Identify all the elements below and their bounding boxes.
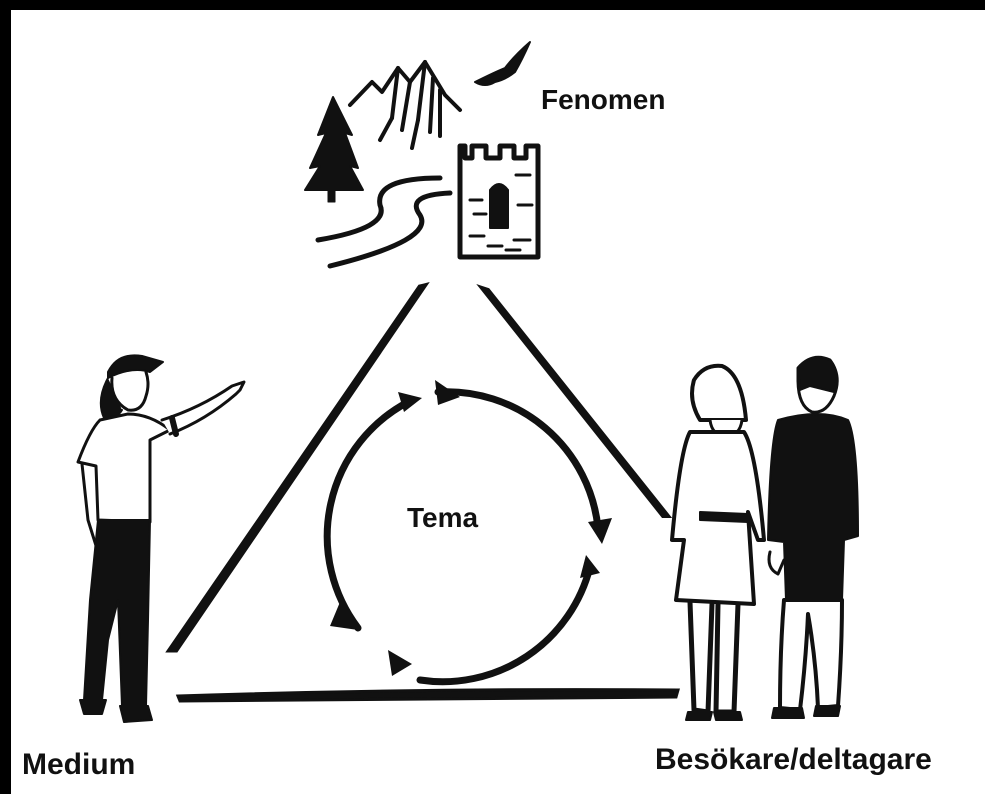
triangle-edges — [165, 281, 680, 703]
label-tema: Tema — [407, 502, 479, 533]
cycle-arrows-icon — [323, 380, 612, 686]
edge-fenomen-medium — [165, 281, 430, 653]
label-medium: Medium — [22, 748, 136, 781]
diagram-canvas — [11, 10, 985, 794]
diagram-illustration — [76, 41, 859, 723]
edge-fenomen-besokare — [476, 283, 673, 518]
bird-icon — [474, 41, 531, 86]
river-path-icon — [315, 175, 453, 269]
landscape-castle-icon — [304, 41, 541, 269]
label-besokare-deltagare: Besökare/deltagare — [655, 743, 932, 776]
edge-medium-besokare — [175, 688, 680, 703]
guide-person-icon — [76, 354, 246, 723]
pine-tree-icon — [304, 96, 364, 203]
castle-tower-icon — [457, 143, 541, 260]
visitors-couple-icon — [670, 355, 859, 721]
visitor-man-icon — [767, 355, 859, 719]
visitor-woman-icon — [670, 363, 766, 721]
label-fenomen: Fenomen — [541, 84, 666, 115]
mountains-icon — [348, 60, 462, 150]
